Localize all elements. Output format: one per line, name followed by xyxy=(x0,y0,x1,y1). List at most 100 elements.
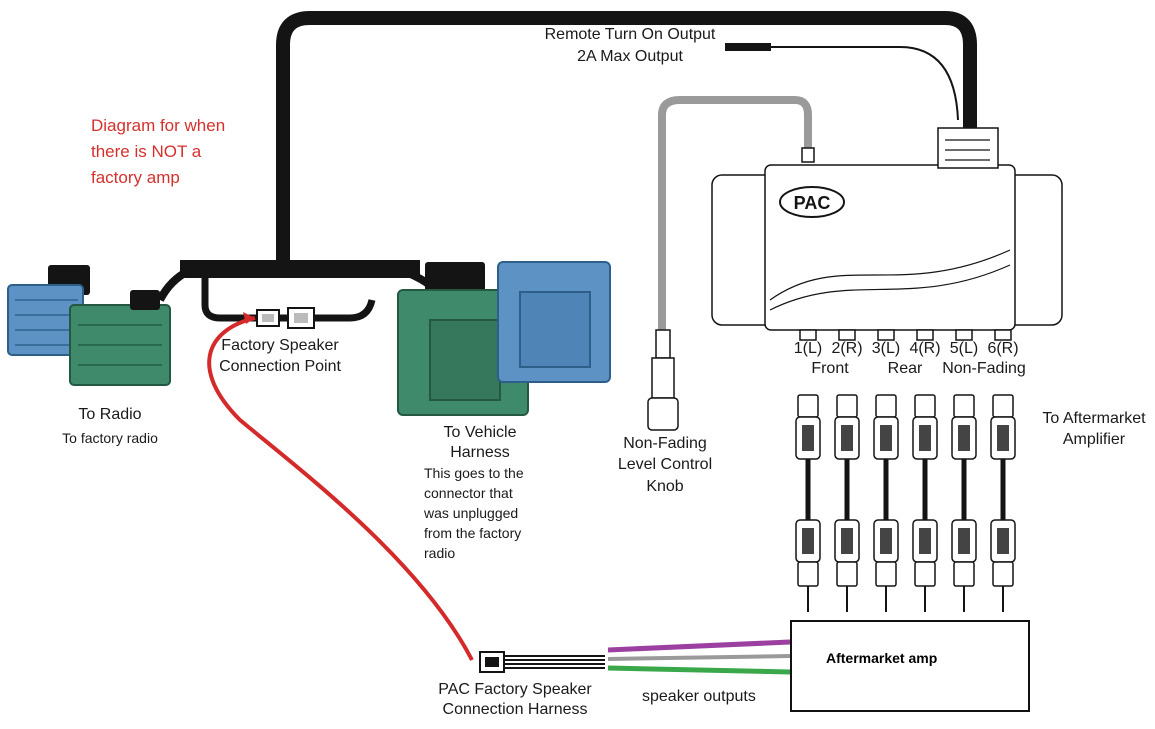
output-jack xyxy=(838,329,856,341)
factory-speaker-label-2: Connection Point xyxy=(219,358,341,375)
pac-module-wave xyxy=(769,249,1011,301)
output-jack xyxy=(877,329,895,341)
red-arrow-head xyxy=(243,312,255,324)
output-jack xyxy=(994,329,1012,341)
green-speaker-wire xyxy=(607,665,791,675)
rca-plug-top xyxy=(914,394,936,418)
diagram-note-line-2: there is NOT a xyxy=(91,142,202,161)
vehicle-note-line-2: connector that xyxy=(424,485,513,501)
front-label: Front xyxy=(811,360,849,377)
output-jack xyxy=(916,329,934,341)
rca-grip-bottom xyxy=(802,528,814,554)
rca-plug-bottom xyxy=(836,561,858,587)
rca-grip-top xyxy=(919,425,931,451)
to-vehicle-label-1: To Vehicle xyxy=(443,424,517,441)
rca-plug-bottom xyxy=(875,561,897,587)
rca-plug-bottom xyxy=(797,561,819,587)
factory-speaker-label-1: Factory Speaker xyxy=(221,337,339,354)
to-aftermarket-label-2: Amplifier xyxy=(1062,431,1126,448)
channel-label: 4(R) xyxy=(909,340,941,357)
knob-wire-plug xyxy=(801,147,815,163)
rca-plug-top xyxy=(836,394,858,418)
speaker-outputs-label: speaker outputs xyxy=(642,688,756,705)
harness-loop-wire xyxy=(201,278,376,322)
channel-label: 3(L) xyxy=(871,340,901,357)
aftermarket-amp-box: Aftermarket amp xyxy=(790,620,1030,712)
plug-pin xyxy=(262,314,274,322)
remote-connector xyxy=(937,127,999,169)
channel-label: 1(L) xyxy=(793,340,823,357)
rca-plug-bottom xyxy=(914,561,936,587)
red-speaker-wire xyxy=(207,316,474,661)
output-jack xyxy=(799,329,817,341)
pac-harness-label-2: Connection Harness xyxy=(442,701,588,718)
rca-grip-top xyxy=(802,425,814,451)
plug-pin xyxy=(294,313,308,323)
knob-label-1: Non-Fading xyxy=(623,435,707,452)
rca-plug-top xyxy=(953,394,975,418)
diagram-note-line-3: factory amp xyxy=(91,168,180,187)
max-output-label: 2A Max Output xyxy=(577,48,683,65)
pac-logo-icon xyxy=(779,186,845,218)
rca-plug-top xyxy=(797,394,819,418)
rca-plug-bottom xyxy=(953,561,975,587)
remote-turn-on-lead xyxy=(725,43,771,51)
remote-connector-pins xyxy=(945,139,990,161)
rca-plug-bottom xyxy=(992,561,1014,587)
rca-cables xyxy=(795,394,1016,612)
rca-grip-bottom xyxy=(919,528,931,554)
vehicle-connector-green-face xyxy=(429,319,501,401)
rca-grip-top xyxy=(958,425,970,451)
rca-grip-top xyxy=(997,425,1009,451)
radio-connector-green-ribs xyxy=(78,324,162,366)
vehicle-note-line-5: radio xyxy=(424,545,456,561)
radio-connector-green-top xyxy=(130,290,160,310)
harness-bundle xyxy=(180,260,420,278)
rca-grip-bottom xyxy=(880,528,892,554)
output-jack xyxy=(955,329,973,341)
rca-grip-bottom xyxy=(841,528,853,554)
vehicle-note-line-3: was unplugged xyxy=(424,505,519,521)
harness-branch-wire xyxy=(156,266,192,302)
knob-label-3: Knob xyxy=(646,478,684,495)
radio-connector-blue-ribs xyxy=(15,299,78,346)
knob-label-2: Level Control xyxy=(617,456,713,473)
rca-plug-top xyxy=(992,394,1014,418)
vehicle-note-line-1: This goes to the xyxy=(424,465,524,481)
diagram-note-line-1: Diagram for when xyxy=(91,116,226,135)
knob-wire xyxy=(658,96,812,330)
pac-logo-text: PAC xyxy=(794,193,831,213)
vehicle-connector-blue-face xyxy=(519,291,591,368)
vehicle-connector-top xyxy=(425,262,485,292)
knob-body xyxy=(651,357,675,399)
to-vehicle-label-2: Harness xyxy=(450,444,510,461)
gray-speaker-wire xyxy=(607,654,791,661)
pac-harness-label-1: PAC Factory Speaker xyxy=(438,681,592,698)
to-factory-radio-label: To factory radio xyxy=(62,430,158,446)
output-jacks xyxy=(799,329,1012,341)
pac-module-wave-2 xyxy=(769,264,1011,311)
to-aftermarket-label-1: To Aftermarket xyxy=(1042,410,1146,427)
remote-turn-on-label: Remote Turn On Output xyxy=(544,26,716,43)
rear-label: Rear xyxy=(887,360,923,377)
aftermarket-amp-label: Aftermarket amp xyxy=(826,650,938,666)
knob-connector xyxy=(655,329,671,359)
knob-cap xyxy=(647,397,679,431)
to-radio-label: To Radio xyxy=(78,406,142,423)
pac-harness-pin xyxy=(485,657,499,667)
channel-label: 5(L) xyxy=(949,340,979,357)
non-fading-label: Non-Fading xyxy=(942,360,1026,377)
pac-harness-wires xyxy=(504,655,605,669)
channel-label: 2(R) xyxy=(831,340,863,357)
rca-grip-top xyxy=(841,425,853,451)
main-harness-wire xyxy=(276,11,977,275)
rca-plug-top xyxy=(875,394,897,418)
purple-speaker-wire xyxy=(607,639,791,653)
remote-turn-on-wire xyxy=(770,46,959,121)
vehicle-note-line-4: from the factory xyxy=(424,525,522,541)
channel-label: 6(R) xyxy=(987,340,1019,357)
rca-grip-top xyxy=(880,425,892,451)
rca-grip-bottom xyxy=(958,528,970,554)
